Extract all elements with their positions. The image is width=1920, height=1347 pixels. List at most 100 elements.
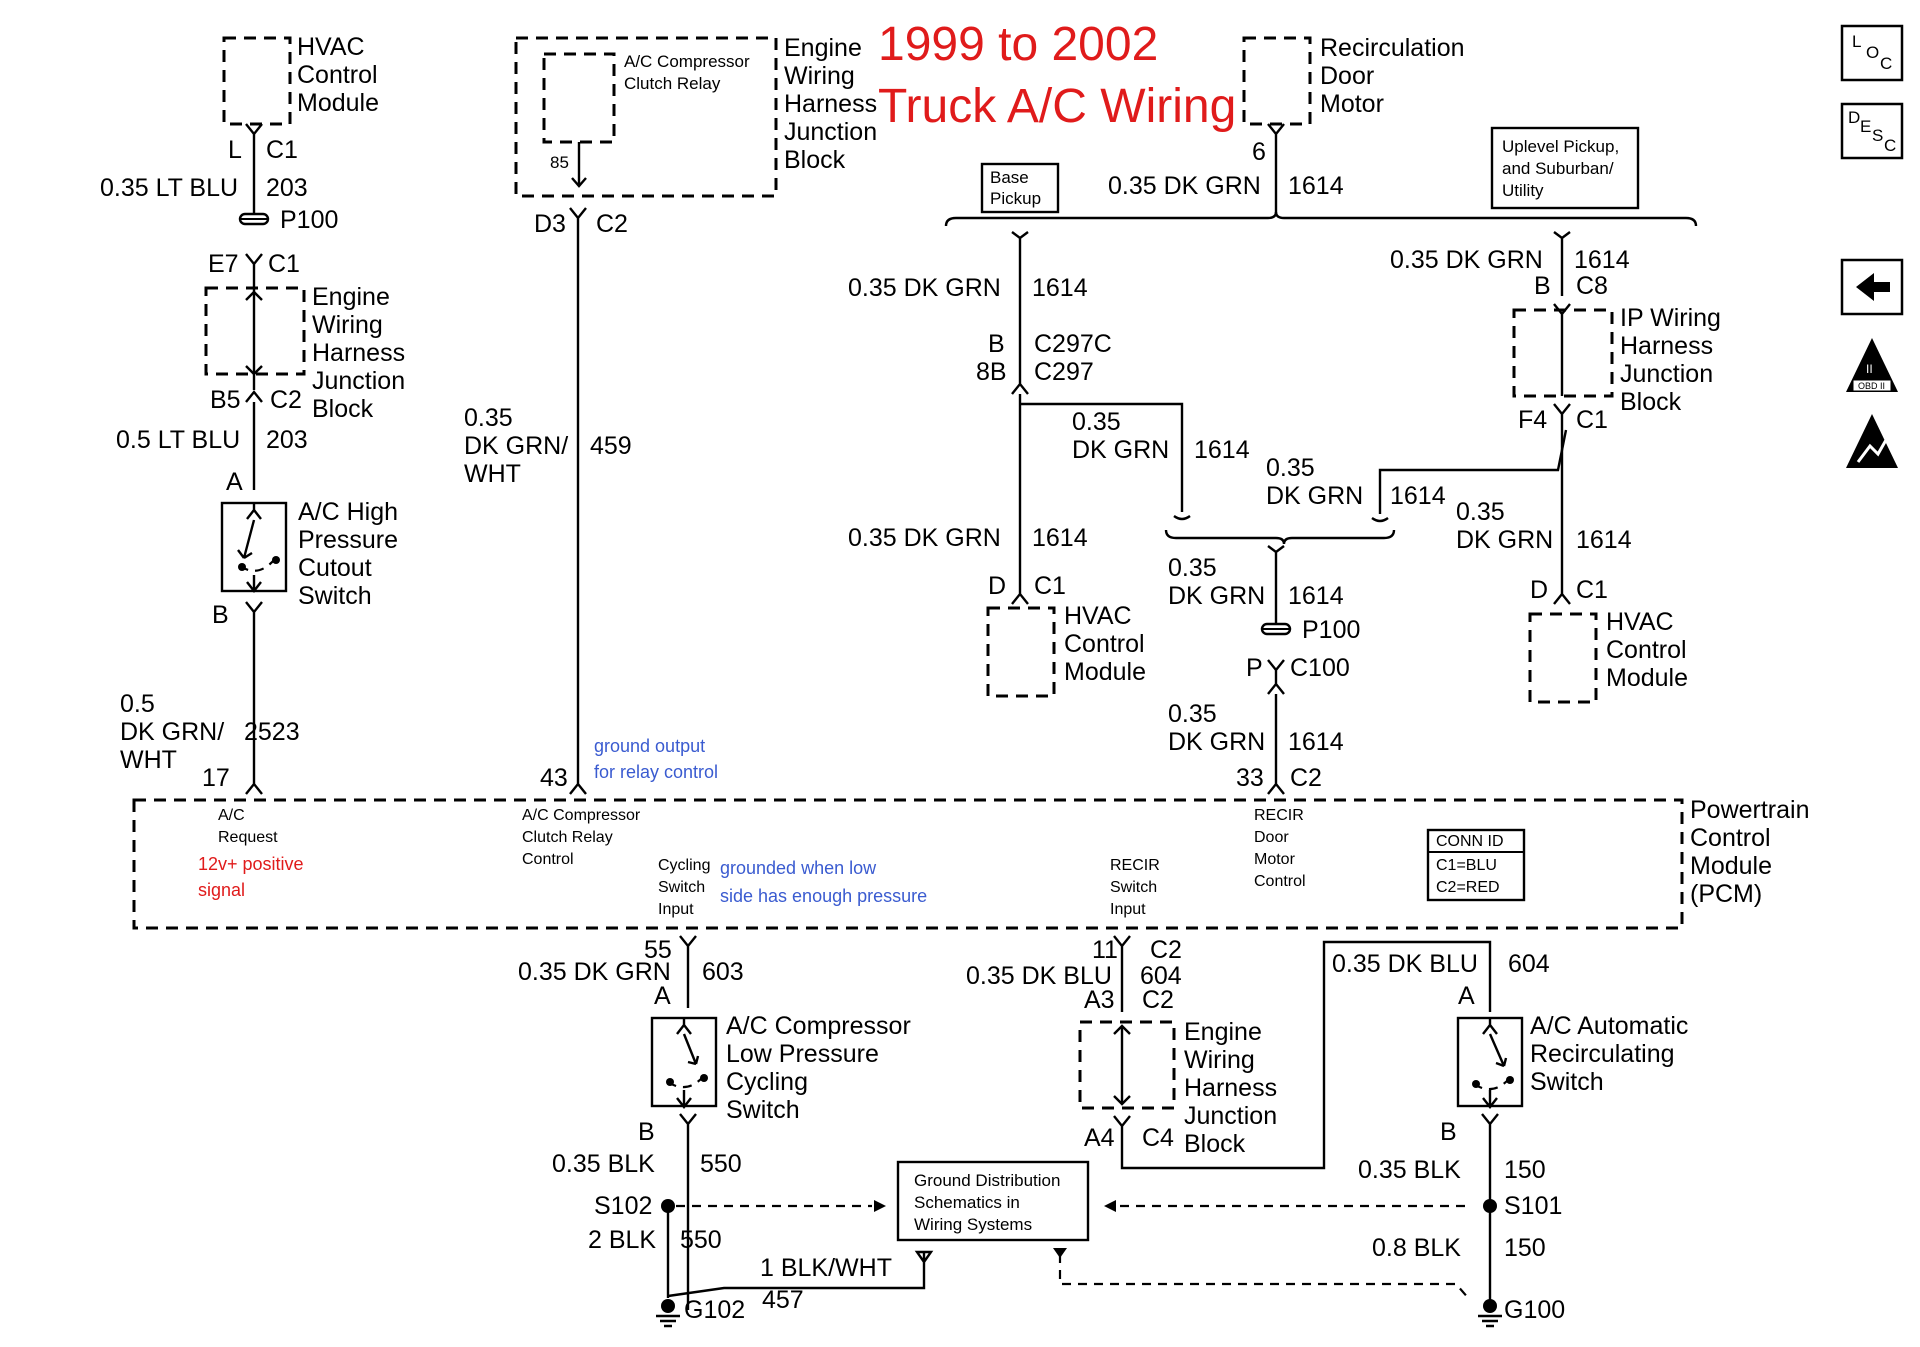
svg-text:Powertrain: Powertrain	[1690, 796, 1810, 824]
svg-text:Harness: Harness	[1184, 1074, 1277, 1102]
pin-label: A	[1458, 982, 1475, 1010]
svg-text:Pressure: Pressure	[298, 526, 398, 554]
pcm-recir-switch-input: Switch	[1110, 879, 1157, 896]
wire-size: WHT	[464, 460, 521, 488]
svg-text:Junction: Junction	[1620, 360, 1713, 388]
svg-text:Block: Block	[1620, 388, 1682, 416]
pin-label: E7	[208, 250, 239, 278]
pcm-conn-id-table: CONN ID C1=BLU C2=RED	[1426, 828, 1526, 902]
wire-number: 604	[1508, 950, 1550, 978]
svg-text:Low Pressure: Low Pressure	[726, 1040, 879, 1068]
svg-text:Junction: Junction	[312, 367, 405, 395]
pin-label: B	[212, 601, 229, 629]
pcm-pin: 55	[644, 936, 672, 964]
svg-text:A/C High: A/C High	[298, 498, 398, 526]
wire-number: 203	[266, 426, 308, 454]
svg-text:Utility: Utility	[1502, 181, 1544, 200]
pcm-cycling-input: Switch	[658, 879, 705, 896]
wire-size: 0.35 DK GRN	[848, 524, 1001, 552]
annotation-ground-output: ground output	[594, 736, 705, 756]
connector-label: C1	[1576, 406, 1608, 434]
pin-label: L	[228, 136, 242, 164]
diagram-title-subject: Truck A/C Wiring	[878, 80, 1236, 133]
svg-text:E: E	[1860, 117, 1871, 136]
pin-label: B	[1440, 1118, 1457, 1146]
obd-ii-icon[interactable]: OBD II II	[1846, 338, 1898, 392]
back-arrow-icon[interactable]	[1840, 258, 1904, 316]
wire-size: DK GRN/	[464, 432, 568, 460]
svg-text:Cycling: Cycling	[726, 1068, 808, 1096]
svg-text:Motor: Motor	[1320, 90, 1384, 118]
svg-text:Engine: Engine	[784, 34, 862, 62]
svg-text:C: C	[1880, 54, 1892, 73]
pcm-pin: 33	[1236, 764, 1264, 792]
ground-label: G102	[684, 1296, 745, 1324]
pin-label: F4	[1518, 406, 1547, 434]
splice-label: S102	[594, 1192, 652, 1220]
svg-text:IP Wiring: IP Wiring	[1620, 304, 1721, 332]
annotation-grounded-when: side has enough pressure	[720, 886, 927, 906]
wire-size: 0.35 DK BLU	[1332, 950, 1478, 978]
svg-text:Wiring: Wiring	[312, 311, 383, 339]
p100-connector-icon	[238, 212, 270, 226]
desc-icon[interactable]: D E S C	[1840, 102, 1904, 160]
wire-number: 1614	[1576, 526, 1632, 554]
wire-number: 1614	[1288, 728, 1344, 756]
wire-size: 0.35	[1168, 554, 1217, 582]
wire-size: 0.35	[1266, 454, 1315, 482]
pcm-recir-switch-input: Input	[1110, 901, 1146, 918]
svg-text:85: 85	[550, 153, 569, 172]
ac-automatic-recirculating-switch: A/C Automatic Recirculating Switch	[1456, 1012, 1688, 1109]
svg-text:Wiring: Wiring	[784, 62, 855, 90]
wire-size: 1 BLK/WHT	[760, 1254, 892, 1282]
wire-number: 550	[700, 1150, 742, 1178]
connector-label: C1	[266, 136, 298, 164]
annotation-positive-signal: signal	[198, 880, 245, 900]
svg-text:Recirculation: Recirculation	[1320, 34, 1465, 62]
svg-text:Wiring: Wiring	[1184, 1046, 1255, 1074]
pin-label: D	[988, 572, 1006, 600]
wire-number: 2523	[244, 718, 300, 746]
pcm-relay-control: A/C Compressor	[522, 807, 641, 824]
pcm-cycling-input: Cycling	[658, 857, 710, 874]
wire-size: 0.35	[1168, 700, 1217, 728]
connector-label: C2	[1142, 986, 1174, 1014]
svg-text:Block: Block	[784, 146, 846, 174]
svg-text:Switch: Switch	[726, 1096, 800, 1124]
wire-number: 1614	[1288, 172, 1344, 200]
pcm-pin: 43	[540, 764, 568, 792]
wire-size: DK GRN/	[120, 718, 224, 746]
svg-text:Ground Distribution: Ground Distribution	[914, 1171, 1060, 1190]
connector-label: C297C	[1034, 330, 1112, 358]
ground-label: G100	[1504, 1296, 1565, 1324]
wire-number: 457	[762, 1286, 804, 1314]
pin-label: D	[1530, 576, 1548, 604]
wire-number: 603	[702, 958, 744, 986]
pin-label: A	[654, 982, 671, 1010]
pin-label: A3	[1084, 986, 1115, 1014]
pcm-relay-control: Control	[522, 851, 574, 868]
svg-text:Uplevel Pickup,: Uplevel Pickup,	[1502, 137, 1619, 156]
wire-number: 1614	[1032, 524, 1088, 552]
pin-label: B5	[210, 386, 241, 414]
svg-text:Block: Block	[1184, 1130, 1246, 1158]
svg-text:Pickup: Pickup	[990, 189, 1041, 208]
wire-size: DK GRN	[1266, 482, 1363, 510]
svg-text:Module: Module	[1606, 664, 1688, 692]
connector-label: C2	[1290, 764, 1322, 792]
wire-size: DK GRN	[1456, 526, 1553, 554]
annotation-grounded-when: grounded when low	[720, 858, 877, 878]
connector-label: C297	[1034, 358, 1094, 386]
loc-icon[interactable]: L O C	[1840, 24, 1904, 82]
pin-label: A4	[1084, 1124, 1115, 1152]
wire-number: 459	[590, 432, 632, 460]
p100-connector-icon	[1260, 622, 1292, 636]
svg-text:Recirculating: Recirculating	[1530, 1040, 1675, 1068]
svg-text:II: II	[1866, 362, 1873, 376]
esd-warning-icon[interactable]	[1846, 414, 1898, 468]
svg-text:Door: Door	[1320, 62, 1374, 90]
svg-text:Harness: Harness	[312, 339, 405, 367]
wire-size: DK GRN	[1168, 728, 1265, 756]
ip-wiring-harness-junction-block: IP Wiring Harness Junction Block	[1512, 304, 1721, 416]
pcm-recir-door-control: Control	[1254, 873, 1306, 890]
